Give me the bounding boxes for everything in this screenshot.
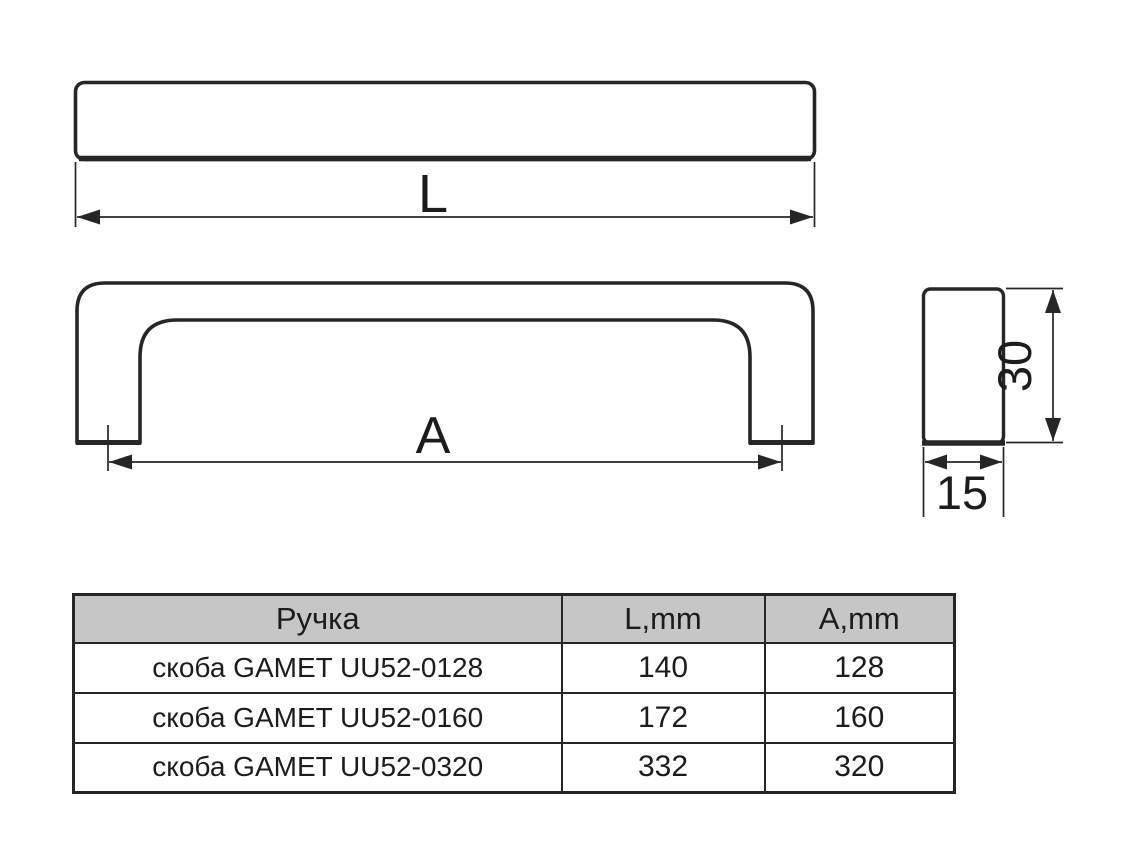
table-row: скоба GAMET UU52-0160 172 160 — [72, 691, 956, 744]
handle-a-value: 128 — [763, 641, 956, 694]
dimension-label-L: L — [418, 164, 448, 224]
arrowhead-right-icon — [980, 454, 1002, 470]
handle-a-value: 160 — [763, 691, 956, 744]
handle-a-value: 320 — [763, 741, 956, 794]
table-row: скоба GAMET UU52-0128 140 128 — [72, 641, 956, 694]
top-view: L — [73, 80, 817, 227]
arrowhead-right-icon — [790, 209, 813, 225]
table-row: скоба GAMET UU52-0320 332 320 — [72, 741, 956, 794]
front-view-outline — [75, 281, 815, 445]
handle-l-value: 332 — [560, 741, 766, 794]
arrowhead-right-icon — [758, 454, 781, 470]
side-view: 30 15 — [921, 287, 1063, 519]
arrowhead-down-icon — [1045, 418, 1061, 441]
handle-name: скоба GAMET UU52-0320 — [72, 741, 563, 794]
spec-table: Ручка L,mm A,mm скоба GAMET UU52-0128 14… — [72, 593, 956, 794]
column-header-handle: Ручка — [72, 593, 563, 644]
handle-name: скоба GAMET UU52-0128 — [72, 641, 563, 694]
arrowhead-left-icon — [925, 454, 947, 470]
column-header-l: L,mm — [560, 593, 766, 644]
technical-drawing: L A 30 — [73, 80, 1063, 519]
table-header-row: Ручка L,mm A,mm — [72, 593, 956, 644]
front-view: A — [75, 281, 815, 471]
dimension-label-A: A — [416, 407, 451, 465]
handle-l-value: 140 — [560, 641, 766, 694]
arrowhead-up-icon — [1045, 290, 1061, 313]
handle-name: скоба GAMET UU52-0160 — [72, 691, 563, 744]
arrowhead-left-icon — [77, 209, 100, 225]
top-view-outline — [73, 80, 817, 162]
arrowhead-left-icon — [109, 454, 132, 470]
dimension-label-height: 30 — [988, 340, 1041, 392]
dimension-label-depth: 15 — [936, 466, 988, 519]
column-header-a: A,mm — [763, 593, 956, 644]
handle-l-value: 172 — [560, 691, 766, 744]
